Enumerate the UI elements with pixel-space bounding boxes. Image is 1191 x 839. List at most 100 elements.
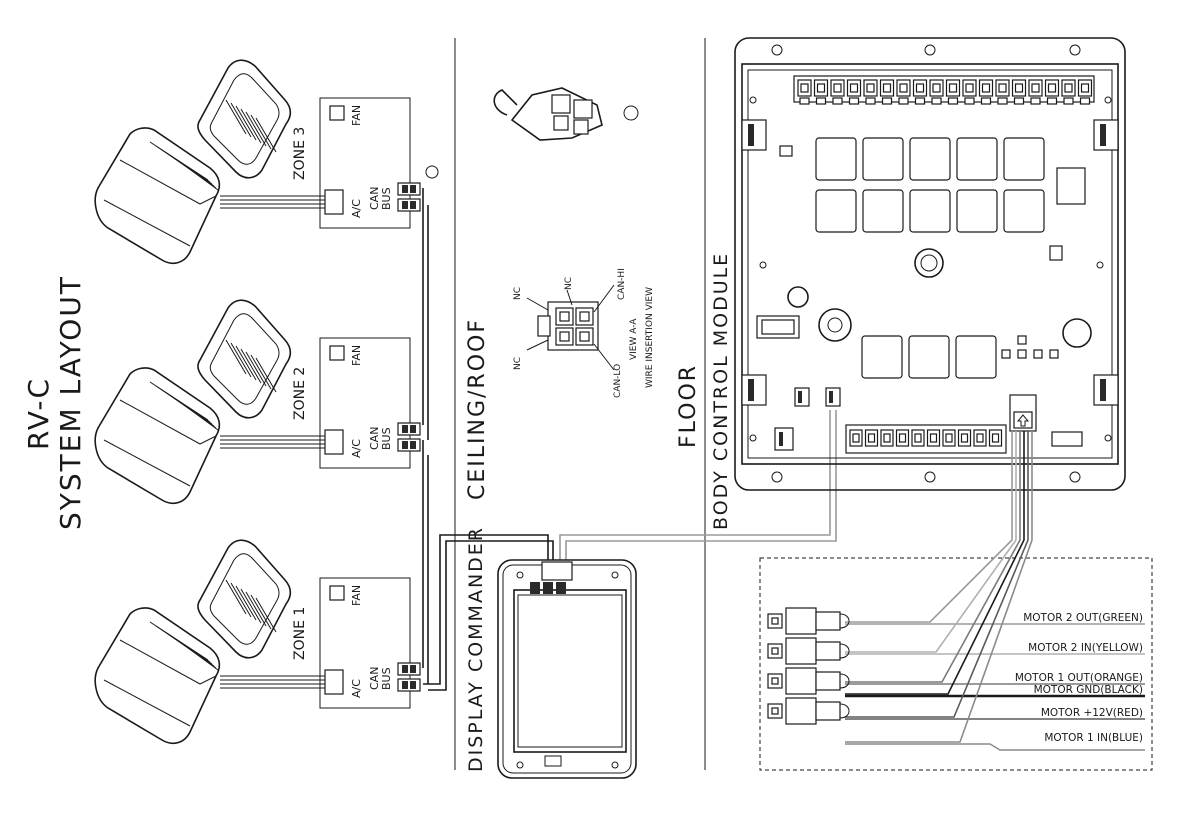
bcm-top-terminal-block [793,75,1095,105]
motor-wire [845,431,1033,743]
relay [862,137,904,181]
terminal [1044,79,1060,105]
bus-label: BUS [380,187,393,210]
ac-label: A/C [350,439,363,458]
display-commander [497,559,637,779]
diagram-title: RV-C SYSTEM LAYOUT [22,275,87,530]
terminal [911,429,925,447]
pin-can-hi: CAN-HI [617,268,627,300]
motor-wire-label: MOTOR 2 IN(YELLOW) [1028,642,1143,654]
bus-label: BUS [380,667,393,690]
section-display-label: DISPLAY COMMANDER [465,526,487,772]
motor-relay-connectors [767,607,850,725]
motor-connector [767,697,850,725]
relay [956,137,998,181]
motor-wire-label: MOTOR 1 OUT(ORANGE) [1015,672,1143,684]
can-label: CAN [368,427,381,450]
terminal [830,79,845,105]
relay [1003,137,1045,181]
terminal [864,429,879,447]
motor-wire-label: MOTOR GND(BLACK) [1034,684,1143,696]
motor-wire [845,431,1029,718]
terminal [813,79,829,105]
terminal [896,79,911,105]
view-a-a-label: VIEW A-A [629,318,639,360]
motor-wire [845,431,1025,695]
relay [955,335,997,379]
wire-insertion-view-label: WIRE INSERTION VIEW [645,287,655,388]
motor-wire-label: MOTOR 1 IN(BLUE) [1044,732,1143,744]
motor-wire-label: MOTOR +12V(RED) [1041,707,1143,719]
motor-wire-label: MOTOR 2 OUT(GREEN) [1023,612,1143,624]
ac-label: A/C [350,679,363,698]
terminal [879,79,895,105]
motor-wire [845,431,1013,623]
motor-wire-bundle [845,431,1145,751]
motor-connector [767,667,850,695]
terminal [880,429,894,447]
terminal [797,79,812,105]
relay [861,335,903,379]
air-conditioner-unit [94,367,221,505]
thermostat-unit [197,299,292,419]
terminal [1011,79,1027,105]
bcm-relays [815,137,1045,379]
motor-wire-labels: MOTOR 2 OUT(GREEN) MOTOR 2 IN(YELLOW) MOTO… [1015,612,1143,744]
connector-view-a-a: NC NC NC CAN-HI CAN-LO VIEW A-A WIRE INS… [513,268,655,398]
terminal [895,429,910,447]
section-floor-label: FLOOR [676,364,701,448]
air-conditioner-unit [94,607,221,745]
pin-nc-bottom: NC [513,357,523,370]
relay [815,189,857,233]
relay [1003,189,1045,233]
terminal [962,79,977,105]
pin-nc-left: NC [513,287,523,300]
terminal [863,79,878,105]
motor-wiring-region [759,557,1153,771]
motor-wire [845,431,1021,683]
motor-wire-leader [845,743,1145,751]
terminal [995,79,1010,105]
reference-circle [623,105,639,121]
terminal [942,429,956,447]
motor-connector [767,607,850,635]
terminal [846,79,862,105]
zone-label: ZONE 1 [292,607,308,660]
relay [815,137,857,181]
terminal [978,79,994,105]
fan-label: FAN [350,345,363,366]
terminal [929,79,944,105]
fan-label: FAN [350,585,363,606]
terminal [849,429,863,447]
pin-can-lo: CAN-LO [613,364,623,398]
terminal [988,429,1003,447]
air-conditioner-unit [94,127,221,265]
pin-nc-top: NC [564,277,574,290]
terminal [957,429,972,447]
terminal [912,79,928,105]
motor-wire [845,431,1017,653]
terminal [973,429,987,447]
title-line2: SYSTEM LAYOUT [54,275,87,530]
terminal [1061,79,1076,105]
zone-label: ZONE 3 [292,127,308,180]
section-ceiling-label: CEILING/ROOF [465,318,490,500]
terminal [926,429,941,447]
relay [909,137,951,181]
can-bus-trunk [422,188,837,691]
motor-connector [767,637,850,665]
relay [908,335,950,379]
terminal [1077,79,1093,105]
can-label: CAN [368,667,381,690]
zone-label: ZONE 2 [292,367,308,420]
connector-plug [493,87,603,141]
body-control-module [734,37,1126,491]
terminal [945,79,961,105]
ac-label: A/C [350,199,363,218]
can-label: CAN [368,187,381,210]
